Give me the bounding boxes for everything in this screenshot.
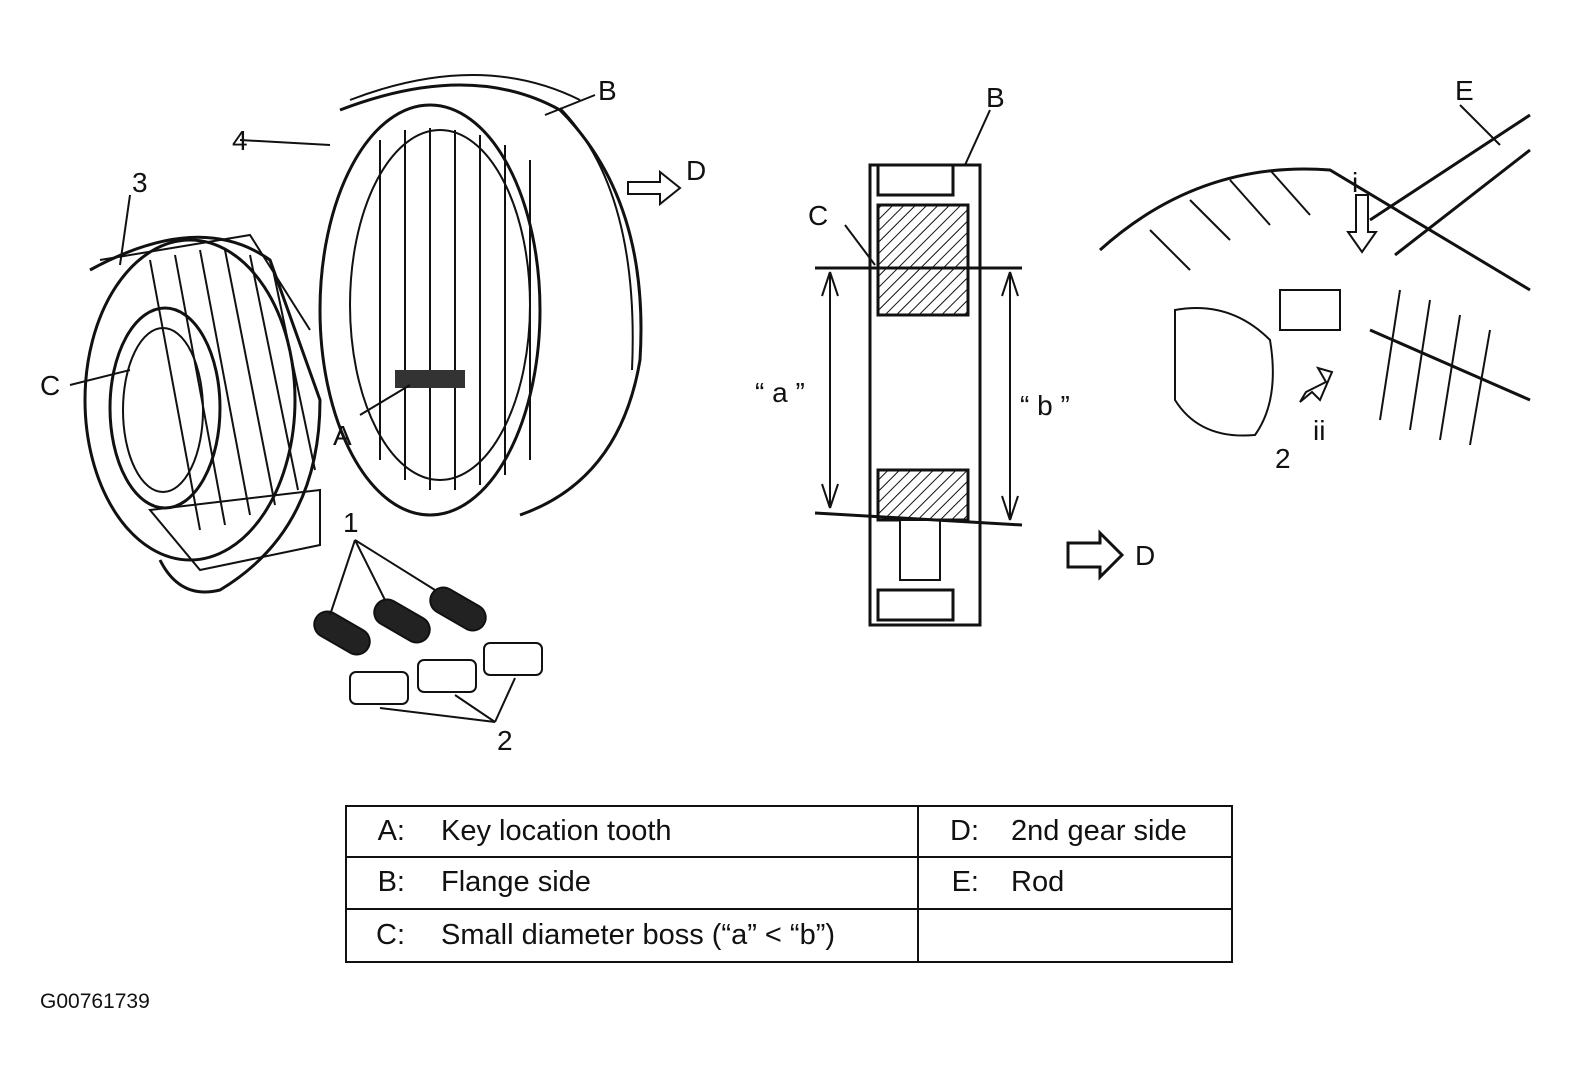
label-i-right: i (1352, 167, 1358, 198)
label-dim-b: “ b ” (1020, 390, 1070, 421)
synchronizer-hub-drawing (83, 233, 322, 594)
legend-cell-e: E: Rod (919, 858, 1231, 910)
label-e-right: E (1455, 75, 1474, 106)
cross-section-drawing (814, 109, 1125, 627)
legend-cell-a: A: Key location tooth (347, 807, 919, 859)
legend-text-c: Small diameter boss (“a” < “b”) (441, 918, 836, 951)
legend-key-e: E: (951, 866, 979, 899)
figure-id: G00761739 (40, 990, 150, 1013)
legend-text-b: Flange side (441, 866, 591, 899)
label-d-mid: D (1135, 540, 1155, 571)
assembly-with-rod-drawing (1098, 104, 1531, 446)
legend-cell-empty (919, 910, 1231, 961)
label-a-left: A (333, 420, 352, 451)
legend-cell-d: D: 2nd gear side (919, 807, 1231, 859)
legend-text-a: Key location tooth (441, 815, 672, 848)
label-part-3: 3 (132, 167, 148, 198)
synchronizer-sleeve-drawing (318, 74, 643, 517)
label-d-left: D (686, 155, 706, 186)
legend-cell-b: B: Flange side (347, 858, 919, 910)
legend-text-d: 2nd gear side (1011, 815, 1187, 848)
label-part-2: 2 (497, 725, 513, 756)
legend-cell-c: C: Small diameter boss (“a” < “b”) (347, 909, 919, 961)
label-part-1: 1 (343, 507, 359, 538)
label-b-mid: B (986, 82, 1005, 113)
legend-key-a: A: (377, 815, 405, 848)
springs-and-keys-drawing (69, 94, 682, 723)
label-c-left: C (40, 370, 60, 401)
label-dim-a: “ a ” (755, 377, 805, 408)
legend-key-d: D: (950, 815, 979, 848)
label-part-4: 4 (232, 125, 248, 156)
legend-key-c: C: (376, 918, 405, 951)
label-ii-right: ii (1313, 415, 1325, 446)
legend-key-b: B: (377, 866, 405, 899)
label-b-left: B (598, 75, 617, 106)
legend-text-e: Rod (1011, 866, 1065, 899)
legend-table: A: Key location tooth D: 2nd gear side B… (345, 805, 1233, 963)
label-part-2-right: 2 (1275, 443, 1291, 474)
label-c-mid: C (808, 200, 828, 231)
